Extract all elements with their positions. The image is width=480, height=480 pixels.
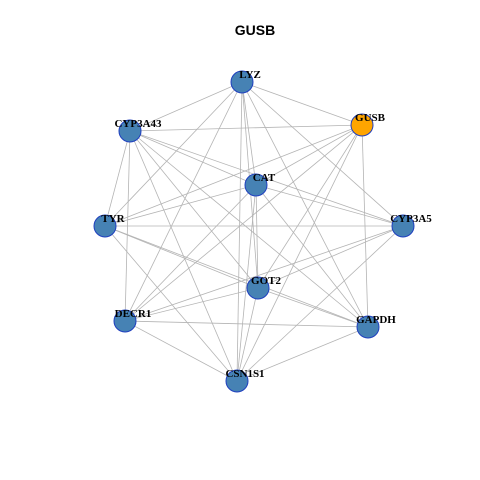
edge-lyz-gapdh: [241, 81, 369, 328]
node-cat[interactable]: CAT: [244, 172, 276, 197]
node-cyp3a5[interactable]: CYP3A5: [390, 213, 432, 238]
edge-cyp3a43-tyr: [104, 130, 131, 227]
edge-lyz-gusb: [241, 81, 363, 126]
edge-decr1-csn1s1: [124, 320, 238, 382]
node-decr1[interactable]: DECR1: [113, 308, 152, 333]
node-label: GAPDH: [356, 314, 396, 326]
edge-cyp3a43-got2: [129, 130, 259, 289]
edge-lyz-csn1s1: [236, 81, 243, 382]
edge-cyp3a43-cat: [129, 130, 257, 186]
edge-cyp3a5-csn1s1: [236, 225, 404, 382]
node-csn1s1[interactable]: CSN1S1: [225, 368, 265, 393]
edge-lyz-cyp3a43: [129, 81, 243, 132]
node-lyz[interactable]: LYZ: [230, 69, 261, 94]
graph-title: GUSB: [235, 22, 275, 38]
node-cyp3a43[interactable]: CYP3A43: [114, 118, 162, 143]
edge-tyr-got2: [104, 225, 259, 289]
node-label: GOT2: [251, 275, 281, 287]
node-label: GUSB: [355, 112, 386, 124]
edge-gusb-decr1: [124, 124, 363, 322]
edge-got2-decr1: [124, 287, 259, 322]
node-circle[interactable]: [118, 119, 142, 143]
edge-gusb-cyp3a43: [129, 124, 363, 132]
edge-cat-gapdh: [255, 184, 369, 328]
edge-cyp3a5-decr1: [124, 225, 404, 322]
edge-cat-got2: [255, 184, 259, 289]
node-label: LYZ: [239, 69, 261, 81]
edge-gusb-cat: [255, 124, 363, 186]
node-circle[interactable]: [356, 315, 380, 339]
edge-gusb-got2: [257, 124, 363, 289]
node-gusb[interactable]: GUSB: [350, 112, 386, 137]
edge-cyp3a43-gapdh: [129, 130, 369, 328]
node-label: CYP3A43: [114, 118, 162, 130]
edge-gusb-csn1s1: [236, 124, 363, 382]
edge-lyz-cyp3a5: [241, 81, 404, 227]
edge-cat-cyp3a5: [255, 184, 404, 227]
edge-gapdh-csn1s1: [236, 326, 369, 382]
edge-got2-gapdh: [257, 287, 369, 328]
edge-cat-tyr: [104, 184, 257, 227]
node-gapdh[interactable]: GAPDH: [356, 314, 396, 339]
node-label: CAT: [253, 172, 276, 184]
node-tyr[interactable]: TYR: [93, 213, 126, 238]
node-circle[interactable]: [113, 309, 137, 333]
node-label: CYP3A5: [390, 213, 432, 225]
edge-tyr-csn1s1: [104, 225, 238, 382]
node-got2[interactable]: GOT2: [246, 275, 281, 300]
node-circle[interactable]: [391, 214, 415, 238]
edge-tyr-gapdh: [104, 225, 369, 328]
edge-cyp3a43-cyp3a5: [129, 130, 404, 227]
edge-cat-decr1: [124, 184, 257, 322]
node-circle[interactable]: [93, 214, 117, 238]
node-circle[interactable]: [246, 276, 270, 300]
node-label: DECR1: [115, 308, 152, 320]
edge-lyz-tyr: [104, 81, 243, 227]
node-label: CSN1S1: [225, 368, 264, 380]
node-circle[interactable]: [244, 173, 268, 197]
node-circle[interactable]: [350, 113, 374, 137]
node-label: TYR: [101, 213, 125, 225]
edge-lyz-decr1: [124, 81, 243, 322]
edge-decr1-gapdh: [124, 320, 369, 328]
edge-cyp3a5-got2: [257, 225, 404, 289]
edge-layer: [104, 81, 404, 382]
node-circle[interactable]: [230, 70, 254, 94]
edge-got2-csn1s1: [236, 287, 259, 382]
node-circle[interactable]: [225, 369, 249, 393]
